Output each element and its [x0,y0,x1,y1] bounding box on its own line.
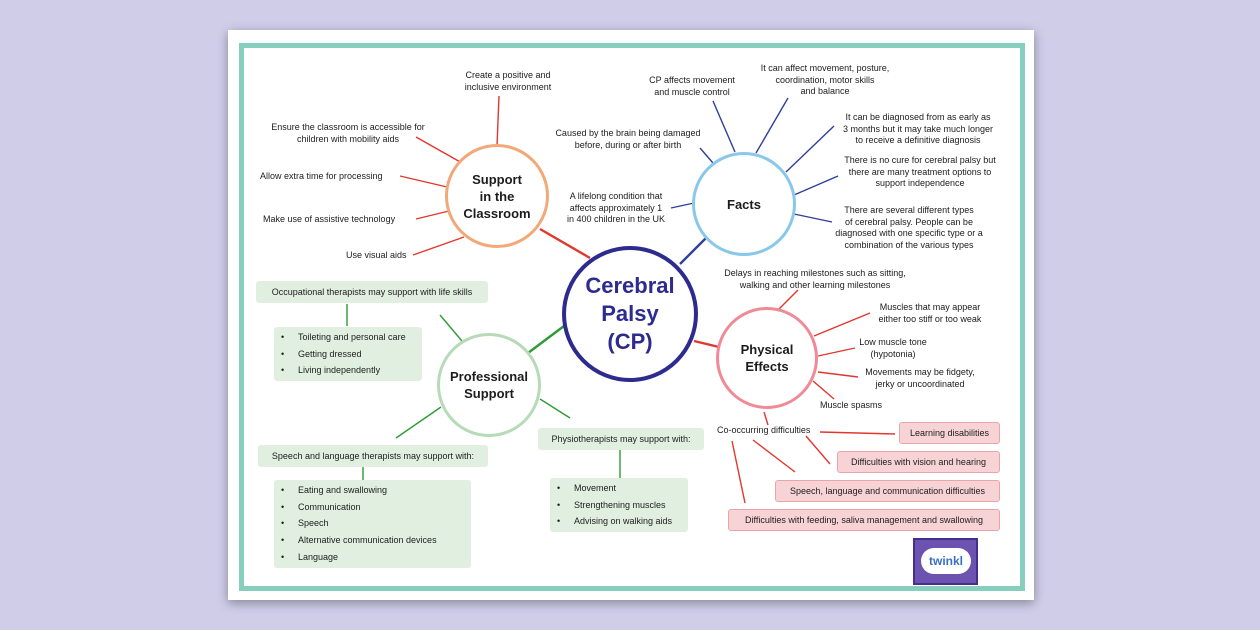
professional-support-circle: Professional Support [437,333,541,437]
facts-title: Facts [727,196,761,212]
support-title-3: Classroom [463,205,531,221]
list-item: Strengthening muscles [550,497,688,514]
list-item: Living independently [274,362,422,379]
logo-cloud: twinkl [921,548,971,574]
list-item: Getting dressed [274,346,422,363]
difficulty-box-2: Difficulties with vision and hearing [837,451,1000,473]
professional-title-2: Support [464,386,514,401]
physical-item-4: Movements may be fidgety,jerky or uncoor… [865,367,975,389]
difficulty-box-3: Speech, language and communication diffi… [775,480,1000,502]
cooccurring-label: Co-occurring difficulties [717,425,811,435]
support-classroom-circle: Support in the Classroom [445,144,549,248]
physical-item-1: Delays in reaching milestones such as si… [724,268,906,290]
facts-circle: Facts [692,152,796,256]
central-line-3: (CP) [607,329,653,354]
list-item: Toileting and personal care [274,329,422,346]
support-item-5: Use visual aids [346,250,407,260]
list-item: Language [274,549,471,566]
ot-heading-box: Occupational therapists may support with… [256,281,488,303]
list-item: Speech [274,515,471,532]
physical-item-5: Muscle spasms [820,400,883,410]
professional-title-1: Professional [449,369,529,384]
physical-effects-circle: Physical Effects [716,307,818,409]
list-item: Communication [274,499,471,516]
slt-list-box: Eating and swallowing Communication Spee… [274,480,471,568]
list-item: Movement [550,480,688,497]
physio-list-box: Movement Strengthening muscles Advising … [550,478,688,532]
facts-item-2: It can affect movement, posture,coordina… [760,63,890,96]
poster-frame [239,43,1025,591]
support-title-1: Support [472,171,522,187]
list-item: Eating and swallowing [274,482,471,499]
support-item-3: Allow extra time for processing [260,171,383,181]
list-item: Advising on walking aids [550,513,688,530]
physical-item-3: Low muscle tone(hypotonia) [859,337,927,359]
physical-title-1: Physical [740,342,794,357]
slt-heading-box: Speech and language therapists may suppo… [258,445,488,467]
physical-title-2: Effects [745,359,789,374]
list-item: Alternative communication devices [274,532,471,549]
support-item-4: Make use of assistive technology [263,214,396,224]
support-title-2: in the [479,188,515,204]
twinkl-logo: twinkl [913,538,978,585]
difficulty-box-4: Difficulties with feeding, saliva manage… [728,509,1000,531]
difficulty-box-1: Learning disabilities [899,422,1000,444]
ot-list-box: Toileting and personal care Getting dres… [274,327,422,381]
central-topic: Cerebral Palsy (CP) [562,246,698,382]
central-line-1: Cerebral [585,273,675,298]
central-line-2: Palsy [601,301,659,326]
physio-heading-box: Physiotherapists may support with: [538,428,704,450]
logo-text: twinkl [928,554,963,568]
